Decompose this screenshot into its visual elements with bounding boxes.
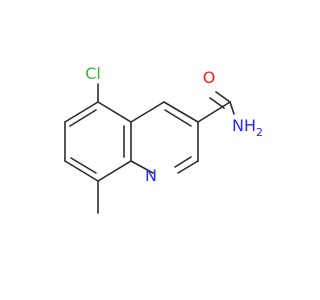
atom-label-ring-nitrogen: N: [145, 166, 157, 185]
bond-c8-c8a: [97, 160, 132, 182]
bond-carbonyl-nh2: [229, 101, 235, 115]
atom-label-amide-nitrogen: NH2: [232, 116, 263, 139]
molecule-structure: Cl O NH2 N: [64, 64, 263, 214]
atom-label-chlorine: Cl: [85, 64, 101, 83]
bond-c5-c6-inner: [69, 109, 97, 127]
bond-c7-c8-inner: [70, 157, 97, 174]
atom-label-oxygen: O: [203, 68, 216, 87]
atom-label-amide-nh: NH: [232, 116, 256, 135]
bond-c2-n1-inner: [174, 156, 192, 168]
bond-n1-c8a: [130, 160, 154, 174]
atom-labels: Cl O NH2 N: [85, 64, 263, 185]
bond-c7-c8: [64, 160, 99, 182]
bond-c4-c3-inner: [164, 109, 192, 127]
bond-c5-c6: [64, 101, 99, 123]
bond-carbonyl-o-inner: [209, 97, 225, 109]
bond-c3-carbonyl: [197, 101, 231, 123]
bond-c4a-c4: [130, 101, 165, 123]
structure-canvas: Cl O NH2 N: [64, 64, 263, 214]
atom-label-amide-subscript: 2: [256, 126, 263, 139]
bond-carbonyl-o: [215, 91, 231, 103]
bond-c4a-c5: [97, 101, 132, 123]
bond-c4-c3: [163, 101, 199, 123]
bonds: [64, 83, 235, 214]
bond-c2-n1: [177, 160, 199, 174]
